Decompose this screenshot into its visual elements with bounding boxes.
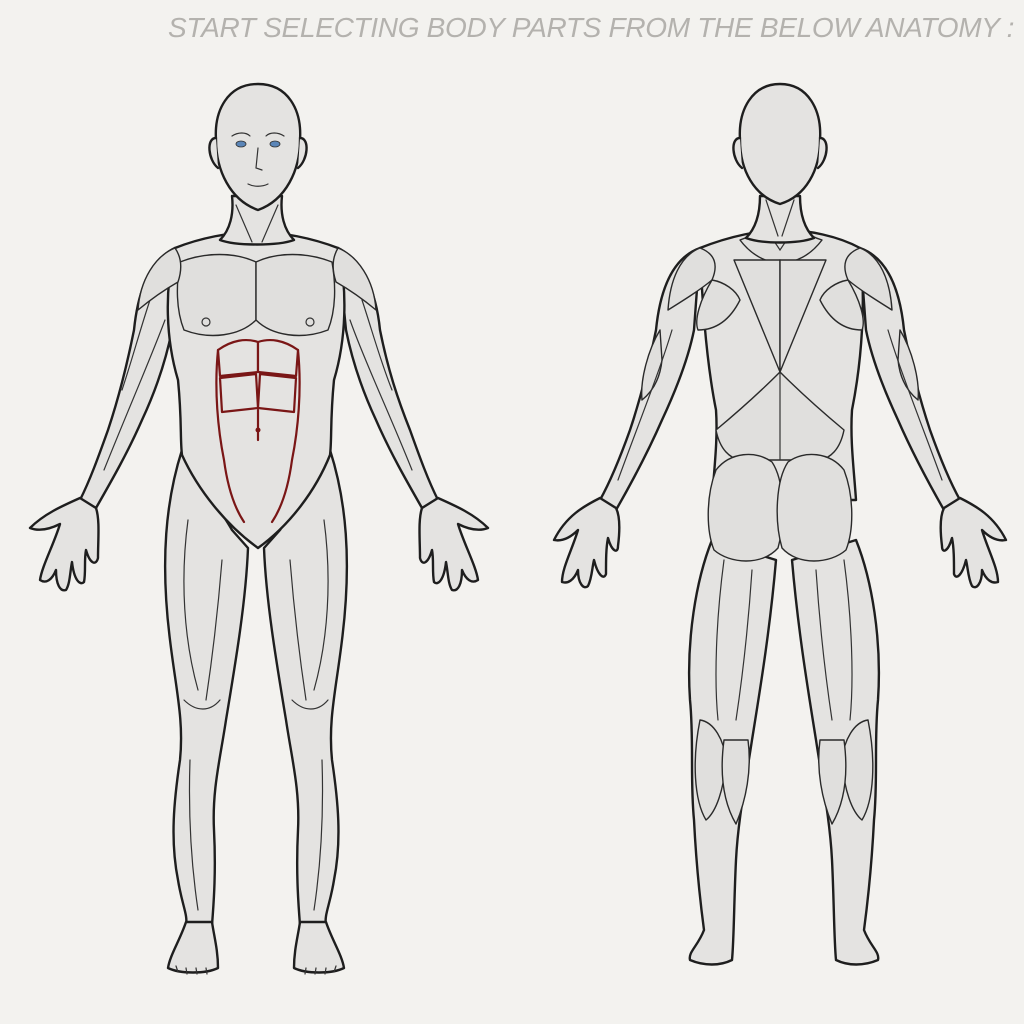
back-right-arm[interactable] [858,246,962,512]
front-body [28,82,490,975]
back-glutes[interactable] [707,453,853,562]
front-left-hand[interactable] [28,496,100,592]
back-left-leg[interactable] [687,538,778,966]
front-left-foot[interactable] [166,920,220,975]
back-left-hand[interactable] [552,496,621,589]
back-right-leg[interactable] [790,538,881,966]
back-shoulders[interactable] [667,247,893,331]
front-head[interactable] [208,82,308,212]
front-right-leg[interactable] [262,448,349,927]
front-neck[interactable] [218,194,296,246]
back-body [552,82,1008,966]
instruction-text: START SELECTING BODY PARTS FROM THE BELO… [168,12,1015,43]
front-shoulders[interactable] [137,247,377,311]
front-right-arm[interactable] [336,246,440,510]
front-abdomen[interactable] [215,339,301,524]
front-right-hand[interactable] [418,496,490,592]
back-right-hand[interactable] [939,496,1008,589]
back-neck[interactable] [744,194,816,244]
front-left-arm[interactable] [78,246,177,510]
front-right-foot[interactable] [292,920,346,975]
back-head[interactable] [732,82,828,206]
back-left-arm[interactable] [598,246,702,512]
front-chest[interactable] [176,253,336,337]
